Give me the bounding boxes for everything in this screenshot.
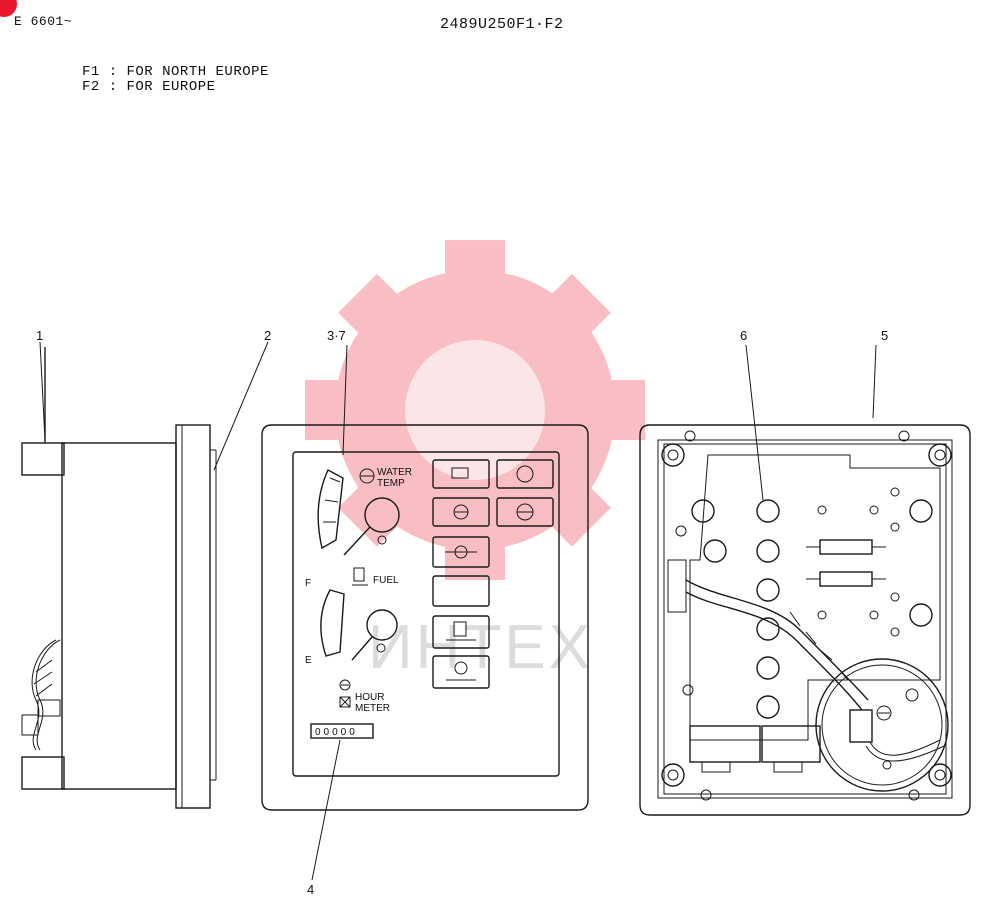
note-line-1: F1 : FOR NORTH EUROPE (82, 64, 269, 80)
hour-meter-digits: 00000 (315, 727, 358, 738)
hour-meter-label-line2: METER (355, 703, 390, 714)
rear-panel (639, 344, 971, 816)
callout-1: 1 (36, 328, 43, 343)
drawing-code-left: E 6601~ (14, 14, 73, 29)
callout-4: 4 (307, 882, 314, 897)
gauge-full-mark: F (305, 578, 311, 589)
gauge-empty-mark: E (305, 655, 312, 666)
fuel-label: FUEL (373, 575, 399, 586)
callout-6: 6 (740, 328, 747, 343)
water-temp-label-line1: WATER (377, 467, 412, 478)
callout-2: 2 (264, 328, 271, 343)
note-line-2: F2 : FOR EUROPE (82, 79, 216, 95)
side-view (21, 341, 269, 809)
water-temp-label-line2: TEMP (377, 478, 405, 489)
drawing-code-center: 2489U250F1·F2 (440, 16, 564, 33)
callout-5: 5 (881, 328, 888, 343)
front-panel (261, 344, 589, 881)
callout-3-7: 3·7 (327, 328, 346, 343)
hour-meter-label-line1: HOUR (355, 692, 384, 703)
